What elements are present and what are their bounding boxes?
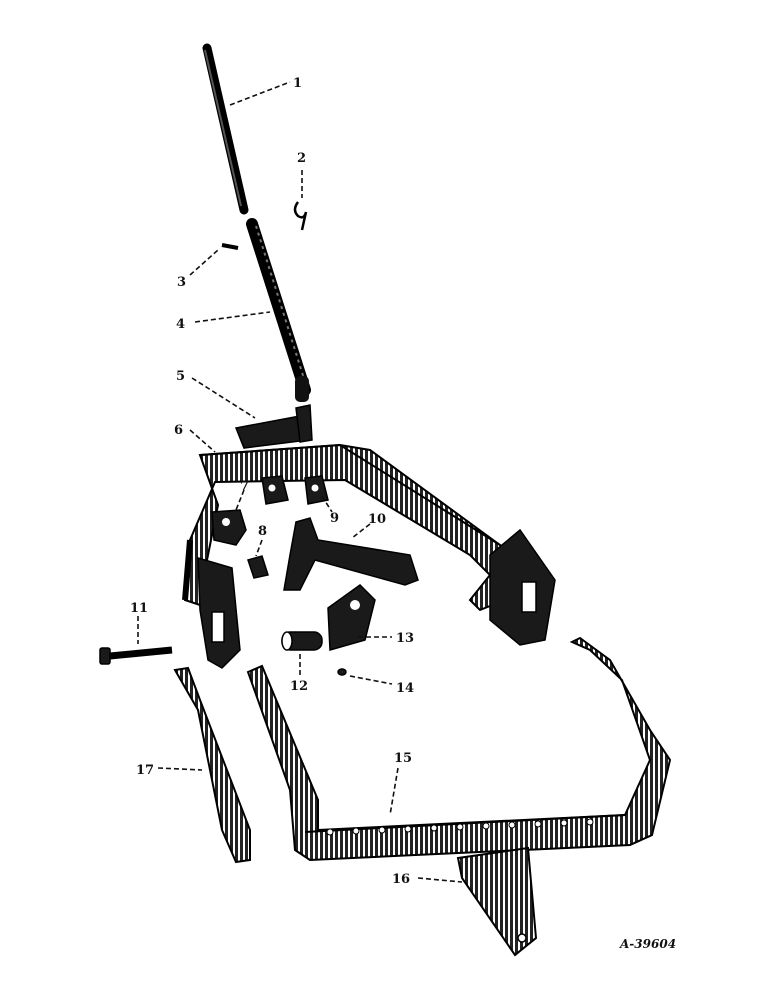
leader-16 <box>417 877 463 883</box>
leader-4 <box>194 311 271 323</box>
frame-left-block <box>197 556 241 669</box>
part-12-bushing <box>281 631 323 651</box>
callout-5: 5 <box>176 369 185 384</box>
callout-14: 14 <box>396 681 414 696</box>
leader-7 <box>235 489 245 511</box>
part-1-rod <box>202 43 249 215</box>
callout-10: 10 <box>368 512 386 527</box>
part-5-bracket <box>234 404 313 449</box>
callout-13: 13 <box>396 631 414 646</box>
part-13-plate <box>327 584 376 651</box>
leader-9 <box>321 495 333 513</box>
part-10-arm <box>283 517 419 591</box>
plate-reference: A-39604 <box>619 937 676 951</box>
leader-17 <box>157 767 203 771</box>
part-7-bracket <box>211 509 247 546</box>
part-2-cotter-pin <box>293 201 308 231</box>
callout-12: 12 <box>290 679 308 694</box>
leader-6 <box>189 429 216 453</box>
part-4-rod <box>246 218 311 402</box>
callout-15: 15 <box>394 751 412 766</box>
callout-17: 17 <box>136 763 154 778</box>
callout-3: 3 <box>177 275 186 290</box>
part-11-bolt <box>99 646 173 665</box>
leader-3 <box>189 249 219 276</box>
callout-7: 7 <box>240 479 249 494</box>
callout-4: 4 <box>176 317 185 332</box>
part-8-plate <box>247 555 269 579</box>
frame-right-block <box>489 528 556 646</box>
callout-9: 9 <box>330 511 339 526</box>
part-17-bar <box>173 666 251 864</box>
callout-1: 1 <box>293 76 302 91</box>
callout-16: 16 <box>392 872 410 887</box>
leader-5 <box>191 377 256 419</box>
leader-8 <box>255 539 263 557</box>
callout-8: 8 <box>258 524 267 539</box>
part-14-pin <box>337 668 347 676</box>
part-15-frame <box>246 636 672 862</box>
callout-11: 11 <box>130 601 148 616</box>
part-3-pin <box>221 243 239 250</box>
leader-15 <box>389 767 399 816</box>
callout-2: 2 <box>297 151 306 166</box>
callout-6: 6 <box>174 423 183 438</box>
leader-1 <box>229 81 291 106</box>
leader-10 <box>351 523 371 539</box>
part-16-plate <box>456 846 538 957</box>
leader-14 <box>349 675 393 685</box>
